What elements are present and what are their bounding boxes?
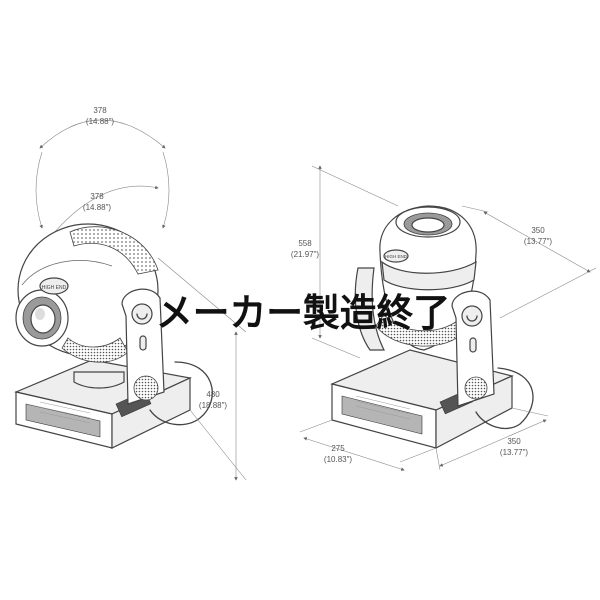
right-yoke-vent [464,376,488,400]
discontinued-overlay: メーカー製造終了 [156,293,450,335]
left-cable [149,361,213,426]
left-base-vent [39,401,91,424]
left-lens-highlight [35,308,45,320]
pan-arc-inner [47,185,159,241]
right-yoke-back [354,267,385,351]
arc-inner-mm: 378 [90,192,104,201]
right-depth-line [483,211,591,273]
arc-inner-inch: (14.88") [83,203,112,212]
tilt-arc-right [162,151,170,229]
left-yoke-vent [133,375,159,401]
left-logo-badge [39,277,69,295]
right-width-mm: 275 [331,444,345,453]
right-height-ext-top [311,165,399,207]
right-base-panel [341,395,423,435]
right-height-inch: (21.97") [291,250,320,259]
right-fixture: 558 (21.97") 350 (13.77") HIGH END [291,165,597,471]
right-head-band [381,260,477,291]
left-pan-collar [73,371,125,389]
right-depth-inch: (13.77") [524,237,553,246]
left-height-mm: 480 [206,390,220,399]
right-yoke-slot [469,337,477,353]
left-logo-text: HIGH END [42,285,67,291]
right-yoke-hub-mark [466,315,478,322]
tilt-arc-outer [39,119,166,149]
right-base-vent [355,395,411,420]
right-width-inch: (10.83") [324,455,353,464]
right-depth-ext-a [461,205,489,213]
right-height-ext-bottom [311,337,361,359]
left-base-panel [25,403,101,438]
right-bdepth-inch: (13.77") [500,448,529,457]
right-yoke-hub [461,305,483,327]
left-yoke-hub-mark [136,313,148,320]
right-width-ext-b [399,447,437,463]
right-lens-glass [411,217,445,233]
right-height-mm: 558 [298,239,312,248]
left-height-inch: (18.88") [199,401,228,410]
right-logo-badge [383,249,409,263]
left-head-grille [69,226,159,275]
arc-top-inch: (14.88") [86,117,115,126]
left-height-ext-top [157,257,247,333]
right-bdepth-ext-b [511,407,549,417]
right-bdepth-line [439,419,547,467]
right-depth-ext-b [499,267,597,319]
left-yoke-hub [131,303,153,325]
right-bdepth-mm: 350 [507,437,521,446]
left-height-ext-bottom [189,409,247,481]
left-fixture: 378 (14.88") 378 (14.88") HIGH END [14,106,247,481]
left-head-seam [21,260,113,286]
right-width-line [303,437,405,471]
right-logo-text: HIGH END [385,254,408,259]
right-bdepth-ext-a [435,447,441,471]
left-yoke-slot [139,335,147,351]
left-head-bottom-grille [61,337,129,363]
tilt-arc-left [35,151,43,229]
arc-top-mm: 378 [93,106,107,115]
right-depth-mm: 350 [531,226,545,235]
right-width-ext-a [299,419,333,433]
